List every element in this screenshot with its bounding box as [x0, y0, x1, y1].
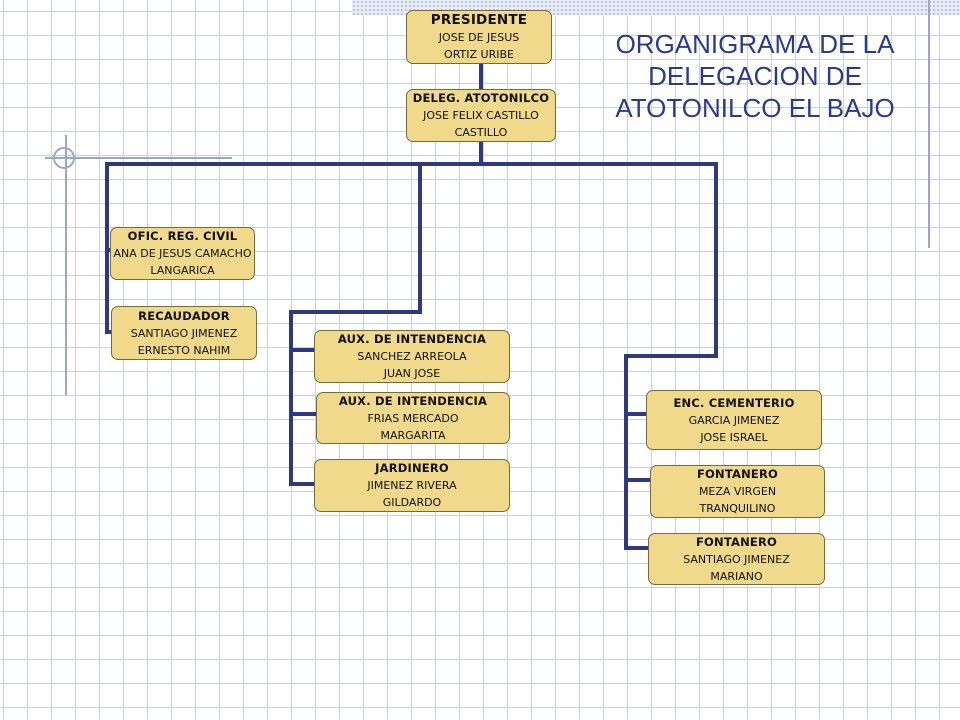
- node-role: DELEG. ATOTONILCO: [412, 91, 550, 105]
- node-name-line: ANA DE JESUS CAMACHO: [113, 247, 252, 260]
- node-role: FONTANERO: [696, 467, 779, 481]
- node-role: RECAUDADOR: [138, 308, 230, 323]
- node-name-line: TRANQUILINO: [699, 502, 776, 515]
- node-name-line: MARGARITA: [380, 428, 446, 442]
- node-name-line: MARIANO: [710, 569, 763, 583]
- node-name-line: JIMENEZ RIVERA: [367, 479, 457, 492]
- node-jardinero: JARDINERO JIMENEZ RIVERA GILDARDO: [314, 459, 510, 512]
- node-name-line: MEZA VIRGEN: [698, 485, 777, 498]
- node-name-line: JOSE ISRAEL: [700, 430, 768, 444]
- decorative-vertical-line: [65, 135, 67, 395]
- node-role: AUX. DE INTENDENCIA: [337, 332, 487, 346]
- node-name-line: GARCIA JIMENEZ: [688, 413, 780, 427]
- node-role: PRESIDENTE: [430, 11, 528, 28]
- node-name-line: LANGARICA: [150, 264, 215, 277]
- node-name-line: SANTIAGO JIMENEZ: [683, 552, 790, 566]
- node-delegado: DELEG. ATOTONILCO JOSE FELIX CASTILLO CA…: [406, 89, 556, 142]
- node-aux-intendencia-1: AUX. DE INTENDENCIA SANCHEZ ARREOLA JUAN…: [314, 330, 510, 383]
- node-name-line: JUAN JOSE: [383, 367, 441, 380]
- node-name-line: ERNESTO NAHIM: [137, 343, 231, 357]
- page-title: ORGANIGRAMA DE LA DELEGACION DE ATOTONIL…: [600, 28, 910, 124]
- title-line: ORGANIGRAMA DE LA: [615, 29, 895, 59]
- node-registro-civil: OFIC. REG. CIVIL ANA DE JESUS CAMACHO LA…: [110, 227, 255, 280]
- node-fontanero-1: FONTANERO MEZA VIRGEN TRANQUILINO: [650, 465, 825, 518]
- node-aux-intendencia-2: AUX. DE INTENDENCIA FRIAS MERCADO MARGAR…: [316, 392, 510, 444]
- node-role: FONTANERO: [695, 534, 778, 549]
- node-name-line: CASTILLO: [454, 126, 508, 139]
- title-line: ATOTONILCO EL BAJO: [615, 93, 895, 123]
- decorative-horizontal-line: [45, 157, 232, 159]
- decorative-vertical-line-right: [928, 0, 930, 248]
- node-role: AUX. DE INTENDENCIA: [338, 393, 488, 408]
- node-name-line: FRIAS MERCADO: [367, 411, 459, 425]
- node-presidente: PRESIDENTE JOSE DE JESUS ORTIZ URIBE: [406, 10, 552, 64]
- node-name-line: SANTIAGO JIMENEZ: [130, 326, 238, 340]
- title-line: DELEGACION DE: [648, 61, 862, 91]
- node-name-line: ORTIZ URIBE: [444, 47, 514, 61]
- node-name-line: GILDARDO: [382, 496, 442, 509]
- node-role: JARDINERO: [375, 461, 449, 475]
- node-role: ENC. CEMENTERIO: [673, 395, 795, 410]
- node-cementerio: ENC. CEMENTERIO GARCIA JIMENEZ JOSE ISRA…: [646, 390, 822, 450]
- decorative-circle: [53, 147, 75, 169]
- node-recaudador: RECAUDADOR SANTIAGO JIMENEZ ERNESTO NAHI…: [111, 306, 257, 360]
- node-name-line: JOSE FELIX CASTILLO: [423, 109, 539, 122]
- node-role: OFIC. REG. CIVIL: [127, 229, 238, 243]
- node-fontanero-2: FONTANERO SANTIAGO JIMENEZ MARIANO: [648, 533, 825, 585]
- node-name-line: JOSE DE JESUS: [438, 30, 520, 44]
- node-name-line: SANCHEZ ARREOLA: [357, 350, 467, 363]
